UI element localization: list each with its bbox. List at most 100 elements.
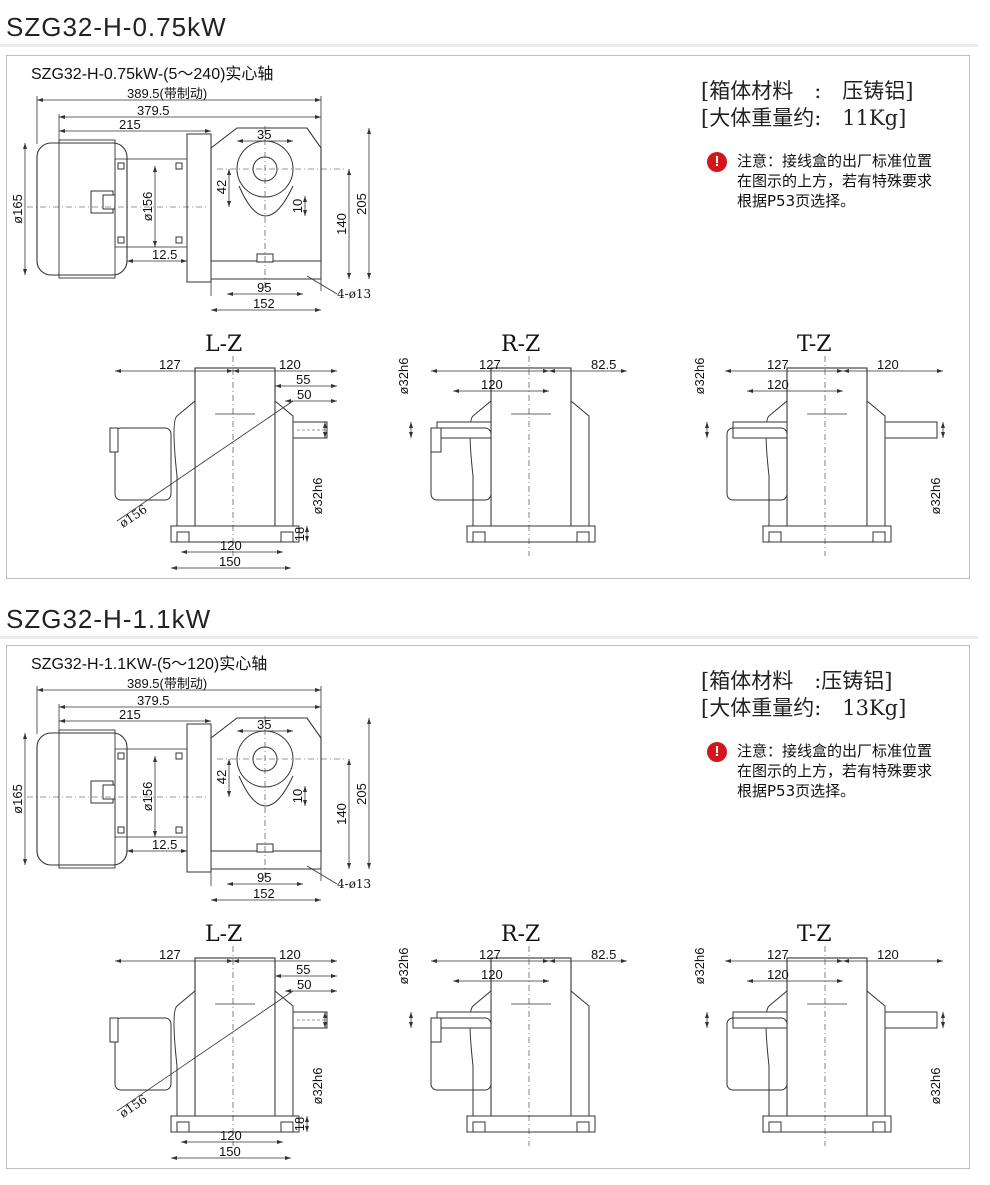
dimension-label: ø32h6 [396,948,411,985]
dimension-label: 55 [296,372,310,387]
installation-note: 注意：接线盒的出厂标准位置在图示的上方，若有特殊要求根据P53页选择。 [737,742,933,800]
foot-hole [176,1121,190,1133]
warning-icon: ! [707,742,727,762]
dimension-arrow [409,1012,413,1028]
gearbox-body [490,367,572,541]
gearbox-body [490,957,572,1131]
motor-end [430,1017,492,1091]
housing [866,399,886,527]
housing [274,989,294,1117]
dimension-label: ø165 [10,194,25,224]
dimension-label: 150 [219,554,241,569]
dimension-label: ø156 [140,782,155,812]
dimension-label: 42 [214,180,229,194]
dimension-label: 50 [297,387,311,402]
base-feet [466,525,596,543]
dimension-label: 35 [257,127,271,142]
dimension-label: 120 [767,377,789,392]
foot-hole [768,1121,782,1133]
terminal-cap [109,1017,119,1043]
dimension-label: 127 [479,947,501,962]
section-title: SZG32-H-0.75kW [6,12,233,43]
screw [117,162,125,170]
leader-line [306,865,338,885]
foot-hole [176,531,190,543]
mounting-base [210,850,322,870]
housing [765,989,788,1117]
dimension-arrow [705,1012,709,1028]
dimension-label: ø165 [10,784,25,814]
dimension-label: ø32h6 [692,358,707,395]
motor-end [114,427,172,501]
dimension-arrow [127,259,187,263]
dimension-label: 389.5(带制动) [127,86,207,101]
dimension-label: 12.5 [152,837,177,852]
dimension-label: ø32h6 [692,948,707,985]
mounting-base [210,260,322,280]
foot-hole [472,1121,486,1133]
dimension-label: 42 [214,770,229,784]
housing [866,989,886,1117]
dimension-arrow [237,729,293,733]
dimension-label: 120 [877,947,899,962]
output-shaft [436,421,492,439]
dimension-label: 127 [479,357,501,372]
dimension-label: 120 [767,967,789,982]
drawing-title: SZG32-H-1.1KW-(5～120)实心轴 [31,655,267,673]
dimension-arrow [127,849,187,853]
divider [0,44,978,47]
gearbox-body [194,957,276,1131]
motor-end [726,1017,788,1091]
output-shaft [732,421,788,439]
dimension-label: ø32h6 [310,478,325,515]
dimension-arrow [323,422,327,438]
housing [274,399,294,527]
warning-icon: ! [707,152,727,172]
spec-material: [箱体材料 : 压铸铝] [701,79,914,103]
dimension-arrow [941,1012,945,1028]
cable-gland [102,194,116,210]
gearbox-body [194,367,276,541]
flange [186,723,212,873]
dimension-label: 140 [334,213,349,235]
dimension-label: 120 [220,538,242,553]
foot-hole [576,531,590,543]
dimension-label: 152 [253,886,275,901]
screw [117,236,125,244]
dimension-label: 205 [354,193,369,215]
dimension-label: 205 [354,783,369,805]
dimension-label: 35 [257,717,271,732]
spec-weight: [大体重量约: 11Kg] [701,106,907,130]
output-shaft [884,1011,938,1029]
view-label: T-Z [797,922,832,947]
terminal-cap [430,1017,442,1043]
dimension-label: 379.5 [137,103,170,118]
dimension-label: 127 [159,947,181,962]
dimension-label: 4-ø13 [337,877,371,891]
dimension-label: 379.5 [137,693,170,708]
screw [175,162,183,170]
dimension-label: 82.5 [591,947,616,962]
view-label: L-Z [205,922,242,947]
gearbox-body [786,957,868,1131]
gearbox-contour [238,185,294,217]
dimension-label: 120 [220,1128,242,1143]
cable-gland [102,784,116,800]
dimension-label: 10 [290,789,305,803]
dimension-label: 18 [292,527,307,541]
foot-hole [872,1121,886,1133]
dimension-label: ø32h6 [928,478,943,515]
dimension-label: 82.5 [591,357,616,372]
housing [570,989,590,1117]
terminal-cap [109,427,119,453]
base-feet [762,1115,892,1133]
dimension-arrow [705,422,709,438]
dimension-label: 4-ø13 [337,287,371,301]
